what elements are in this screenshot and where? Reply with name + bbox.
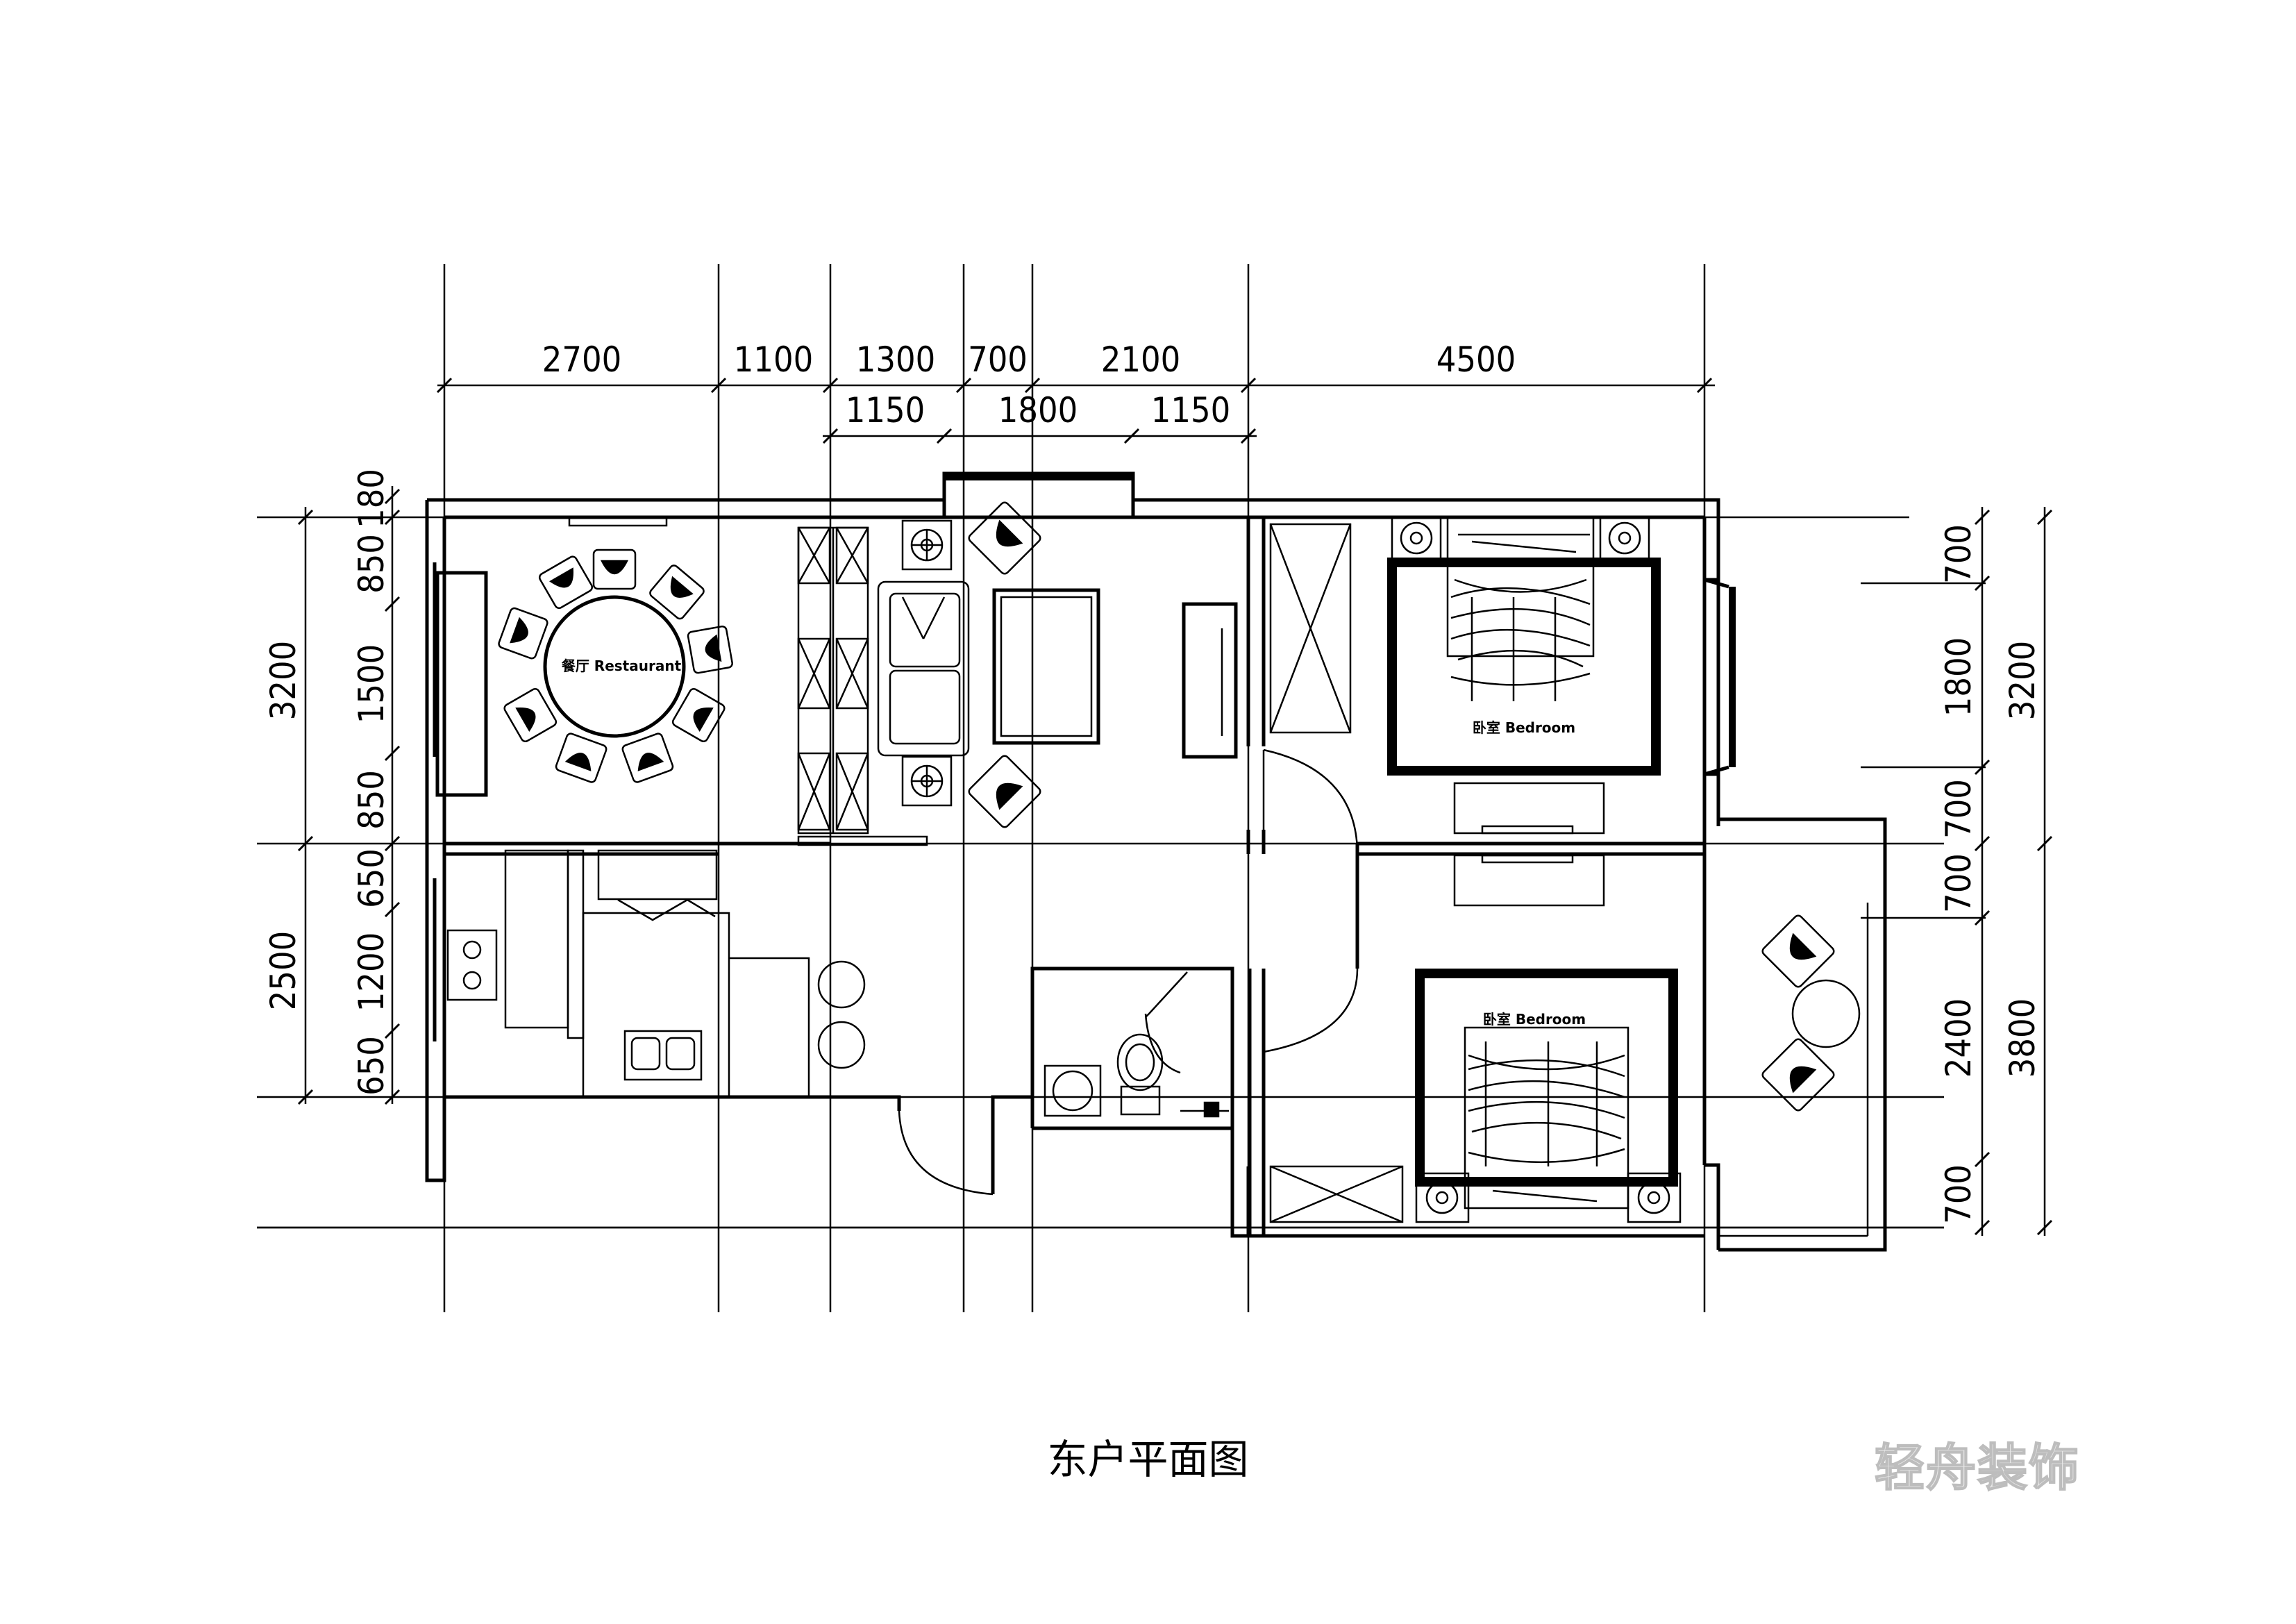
room-label-bedroom-top: 卧室 Bedroom [1473,719,1575,736]
left-dimension-lines [297,486,401,1105]
top-dimension-lines [436,377,1715,444]
walls [425,471,1887,1252]
dim-left-180: 180 [351,469,392,528]
kitchen [446,849,866,1098]
dim-top-2700: 2700 [542,340,621,380]
axis-grid [257,264,1944,1312]
dining-room [498,516,733,783]
dim-top-4500: 4500 [1436,340,1516,380]
dim-top2-1800: 1800 [998,390,1078,430]
dim-right-3800: 3800 [2002,998,2043,1078]
dim-top-700: 700 [968,340,1028,380]
dim-right-700-a: 700 [1938,524,1979,584]
dim-top2-1150-b: 1150 [1151,390,1230,430]
dim-left-2500: 2500 [263,931,303,1010]
bathroom [1044,1033,1229,1118]
dim-right-1800: 1800 [1938,637,1979,717]
dim-right-700-b: 700 [1938,779,1979,839]
right-dimension-lines [1861,507,2053,1236]
lamp-icon [1415,1172,1682,1223]
dim-right-3200: 3200 [2002,641,2043,720]
dim-left-1200: 1200 [351,932,392,1012]
plan-caption: 东户平面图 [1047,1436,1249,1483]
dim-top-2100: 2100 [1101,340,1180,380]
balcony-furniture [1761,914,1861,1112]
dim-left-3200: 3200 [263,641,303,720]
doors [898,748,1359,1196]
wardrobes [1269,523,1605,1223]
dim-right-2400: 2400 [1938,998,1979,1078]
dim-left-650-a: 650 [351,848,392,908]
dim-left-650-b: 650 [351,1036,392,1096]
dim-top-1100: 1100 [734,340,813,380]
bedroom-top [1387,516,1661,776]
dim-left-850-b: 850 [351,770,392,830]
dining-chair [498,549,733,783]
living-room [797,501,1238,846]
watermark-logo: 轻舟装饰 [1874,1438,2081,1498]
dim-right-700-d: 700 [1938,1164,1979,1224]
lamp-icon [901,519,953,807]
lamp-icon [1391,516,1650,560]
dim-right-700-c: 700 [1938,853,1979,913]
dim-left-850-a: 850 [351,534,392,594]
dim-left-1500: 1500 [351,644,392,723]
bedroom-bottom [1415,969,1682,1223]
dim-top2-1150-a: 1150 [846,390,925,430]
room-label-bedroom-bottom: 卧室 Bedroom [1483,1011,1586,1028]
room-label-dining: 餐厅 Restaurant [562,658,682,674]
dim-top-1300: 1300 [856,340,935,380]
